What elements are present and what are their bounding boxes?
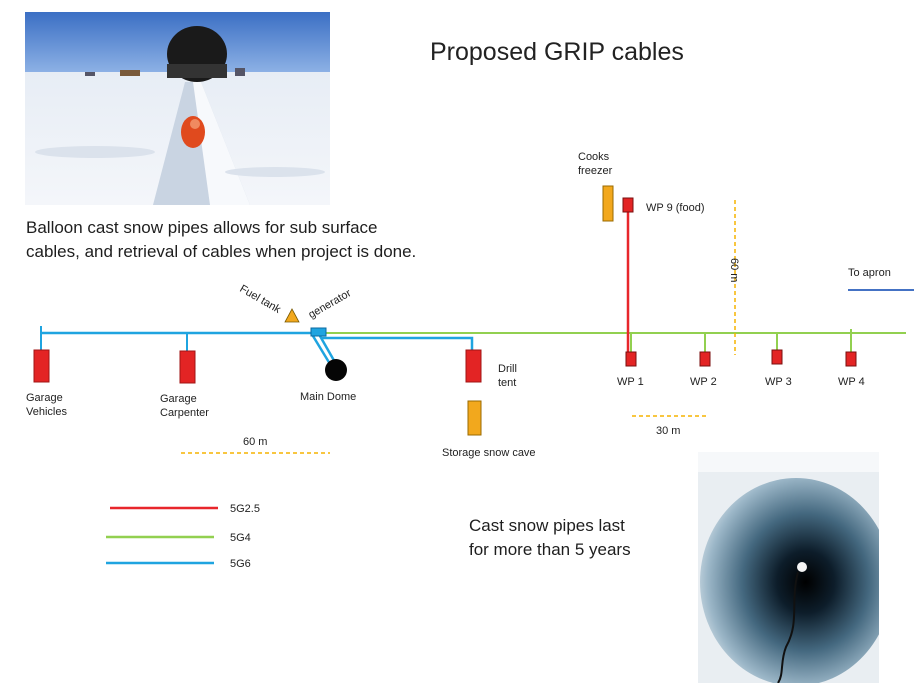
caption-bottom: Cast snow pipes last for more than 5 yea… — [469, 514, 631, 562]
label-wp1: WP 1 — [617, 376, 644, 388]
page-title: Proposed GRIP cables — [430, 38, 684, 66]
main-dome — [325, 359, 347, 381]
generator — [310, 327, 327, 337]
wp3 — [771, 349, 783, 365]
label-garage-vehicles: Garage Vehicles — [26, 392, 67, 418]
wp2 — [699, 351, 711, 367]
label-cooks-freezer: Cooks freezer — [578, 151, 613, 177]
legend-label-5g4: 5G4 — [230, 532, 251, 544]
label-wp2: WP 2 — [690, 376, 717, 388]
label-60m: 60 m — [243, 436, 268, 448]
label-wp4: WP 4 — [838, 376, 865, 388]
cooks-freezer — [602, 185, 614, 222]
caption-top-line-1: Balloon cast snow pipes allows for sub s… — [26, 218, 378, 237]
drill-tent — [465, 349, 482, 383]
cable-5g6-dome-a — [311, 335, 332, 365]
wp4 — [845, 351, 857, 367]
snow-pipe-photo-bottom — [698, 452, 879, 683]
label-wp3: WP 3 — [765, 376, 792, 388]
wp9 — [622, 197, 634, 213]
storage-snow-cave — [467, 400, 482, 436]
label-30m: 30 m — [656, 425, 681, 437]
fuel-tank — [284, 308, 300, 323]
caption-top: Balloon cast snow pipes allows for sub s… — [26, 216, 416, 264]
caption-bottom-line-1: Cast snow pipes last — [469, 516, 625, 535]
cable-5g6-to-drill — [322, 336, 474, 350]
legend-label-5g25: 5G2.5 — [230, 503, 260, 515]
label-60m-vertical: 60 m — [728, 258, 740, 283]
legend-label-5g6: 5G6 — [230, 558, 251, 570]
snow-pipe-photo-top — [25, 12, 330, 205]
wp1 — [625, 351, 637, 367]
garage-carpenter — [179, 350, 196, 384]
label-garage-carpenter: Garage Carpenter — [160, 393, 209, 419]
label-main-dome: Main Dome — [300, 391, 357, 403]
caption-bottom-line-2: for more than 5 years — [469, 540, 631, 559]
label-storage-snow-cave: Storage snow cave — [442, 447, 536, 459]
caption-top-line-2: cables, and retrieval of cables when pro… — [26, 242, 417, 261]
label-wp9: WP 9 (food) — [646, 202, 705, 214]
garage-vehicles — [33, 349, 50, 383]
label-drill-tent: Drill tent — [498, 363, 517, 389]
label-to-apron: To apron — [848, 267, 891, 279]
